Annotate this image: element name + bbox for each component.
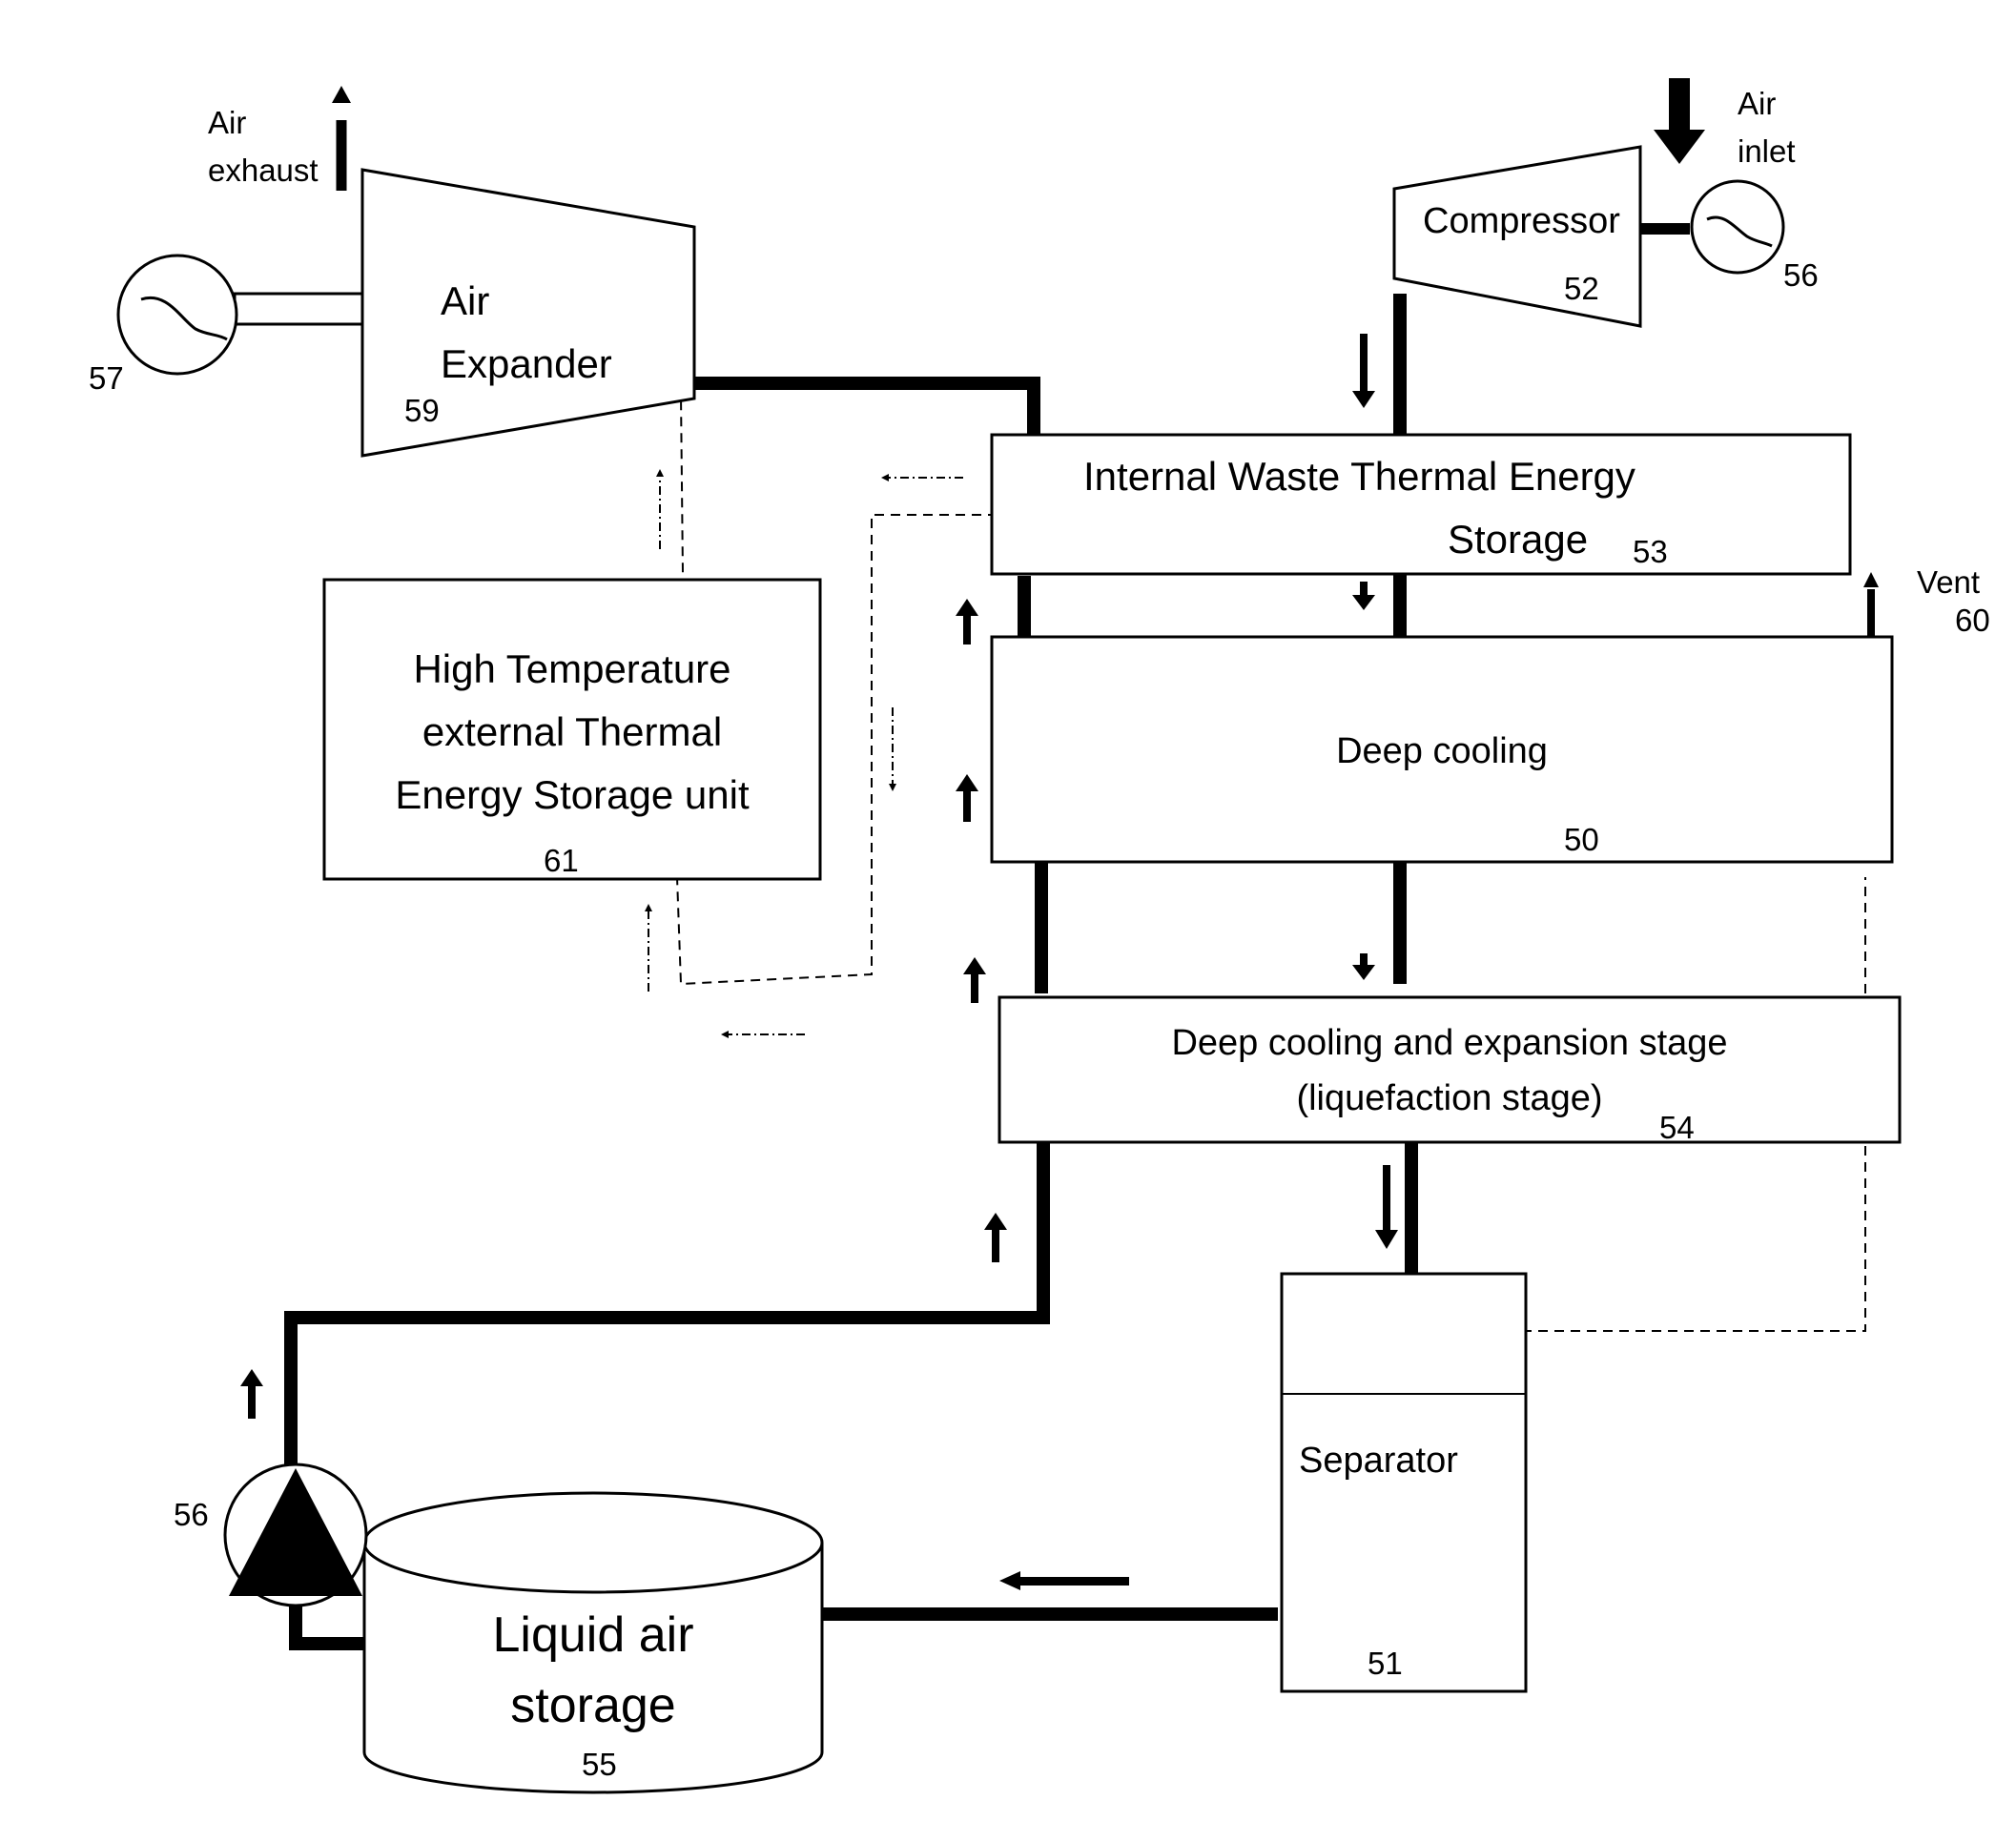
arrow-down-separator-icon [1375, 1165, 1398, 1249]
deep-cooling-label: Deep cooling [1336, 731, 1548, 771]
deep-cooling-number: 50 [1564, 822, 1599, 857]
liquefaction-box [999, 997, 1900, 1142]
arrow-up-deepcooling-left-icon [956, 774, 978, 822]
pipe-pump-to-liquefaction [291, 1114, 1043, 1478]
air-exhaust-label-2: exhaust [208, 153, 319, 188]
compressor-label: Compressor [1423, 201, 1620, 241]
liquid-air-storage: Liquid air storage 55 [364, 1493, 822, 1792]
high-temp-tes-number: 61 [544, 843, 579, 878]
liquefaction-number: 54 [1659, 1110, 1695, 1145]
liquefaction-label-1: Deep cooling and expansion stage [1171, 1023, 1727, 1063]
storage-number: 55 [582, 1747, 617, 1782]
internal-tes-label-1: Internal Waste Thermal Energy [1083, 454, 1635, 499]
air-inlet-label-1: Air [1738, 86, 1776, 121]
internal-tes-label-2: Storage [1448, 517, 1588, 562]
arrow-up-liquefaction-left-icon [963, 957, 986, 1003]
separator: Separator 51 [1282, 1274, 1526, 1691]
separator-box [1282, 1274, 1526, 1691]
air-inlet: Air inlet [1654, 78, 1796, 169]
air-expander-label-1: Air [441, 278, 489, 323]
air-exhaust: Air exhaust [208, 86, 351, 188]
arrow-up-pump-icon [240, 1369, 263, 1419]
storage-cylinder-top [364, 1493, 822, 1592]
arrow-up-tes-left-icon [956, 599, 978, 645]
compressor: Compressor 52 [1394, 147, 1640, 326]
generator-icon [118, 256, 237, 374]
liquefaction-stage: Deep cooling and expansion stage (liquef… [999, 997, 1900, 1145]
liquefaction-label-2: (liquefaction stage) [1296, 1078, 1602, 1118]
compressor-number: 52 [1564, 271, 1599, 306]
pump-number: 56 [174, 1497, 209, 1532]
motor-56: 56 [1692, 181, 1819, 293]
air-inlet-arrow-icon [1654, 130, 1705, 164]
generator-number: 57 [89, 360, 124, 396]
separator-label: Separator [1299, 1441, 1458, 1481]
arrow-left-storage-icon [999, 1571, 1129, 1590]
high-temp-tes-label-1: High Temperature [413, 646, 730, 691]
air-exhaust-label-1: Air [208, 105, 246, 140]
arrow-up-return-icon [984, 1213, 1007, 1262]
arrow-down-deepcooling-icon [1352, 953, 1375, 980]
generator-shaft [235, 294, 366, 324]
vent-label: Vent [1917, 564, 1980, 600]
motor-number: 56 [1783, 257, 1819, 293]
air-inlet-arrow-shaft [1669, 78, 1690, 132]
air-exhaust-arrow-icon [332, 86, 351, 103]
generator-57: 57 [89, 256, 366, 396]
deep-cooling: Deep cooling 50 [992, 637, 1892, 862]
storage-label-1: Liquid air [492, 1607, 693, 1663]
vent: Vent 60 [1863, 564, 1990, 638]
air-expander-number: 59 [404, 393, 440, 428]
arrow-down-compressor-icon [1352, 334, 1375, 408]
pump-56: 56 [174, 1464, 366, 1606]
high-temp-tes-label-3: Energy Storage unit [395, 772, 750, 817]
internal-tes: Internal Waste Thermal Energy Storage 53 [992, 435, 1850, 574]
high-temp-tes-label-2: external Thermal [422, 709, 722, 754]
storage-label-2: storage [510, 1678, 675, 1733]
high-temp-tes: High Temperature external Thermal Energy… [324, 580, 820, 879]
air-expander-label-2: Expander [441, 341, 612, 386]
separator-number: 51 [1368, 1646, 1403, 1681]
air-expander: Air Expander 59 [362, 170, 694, 456]
internal-tes-number: 53 [1633, 534, 1668, 569]
pipe-expander-to-tes [694, 383, 1034, 437]
vent-number: 60 [1955, 603, 1990, 638]
vent-arrow-icon [1863, 572, 1879, 587]
air-inlet-label-2: inlet [1738, 133, 1796, 169]
arrow-down-tes-icon [1352, 582, 1375, 610]
